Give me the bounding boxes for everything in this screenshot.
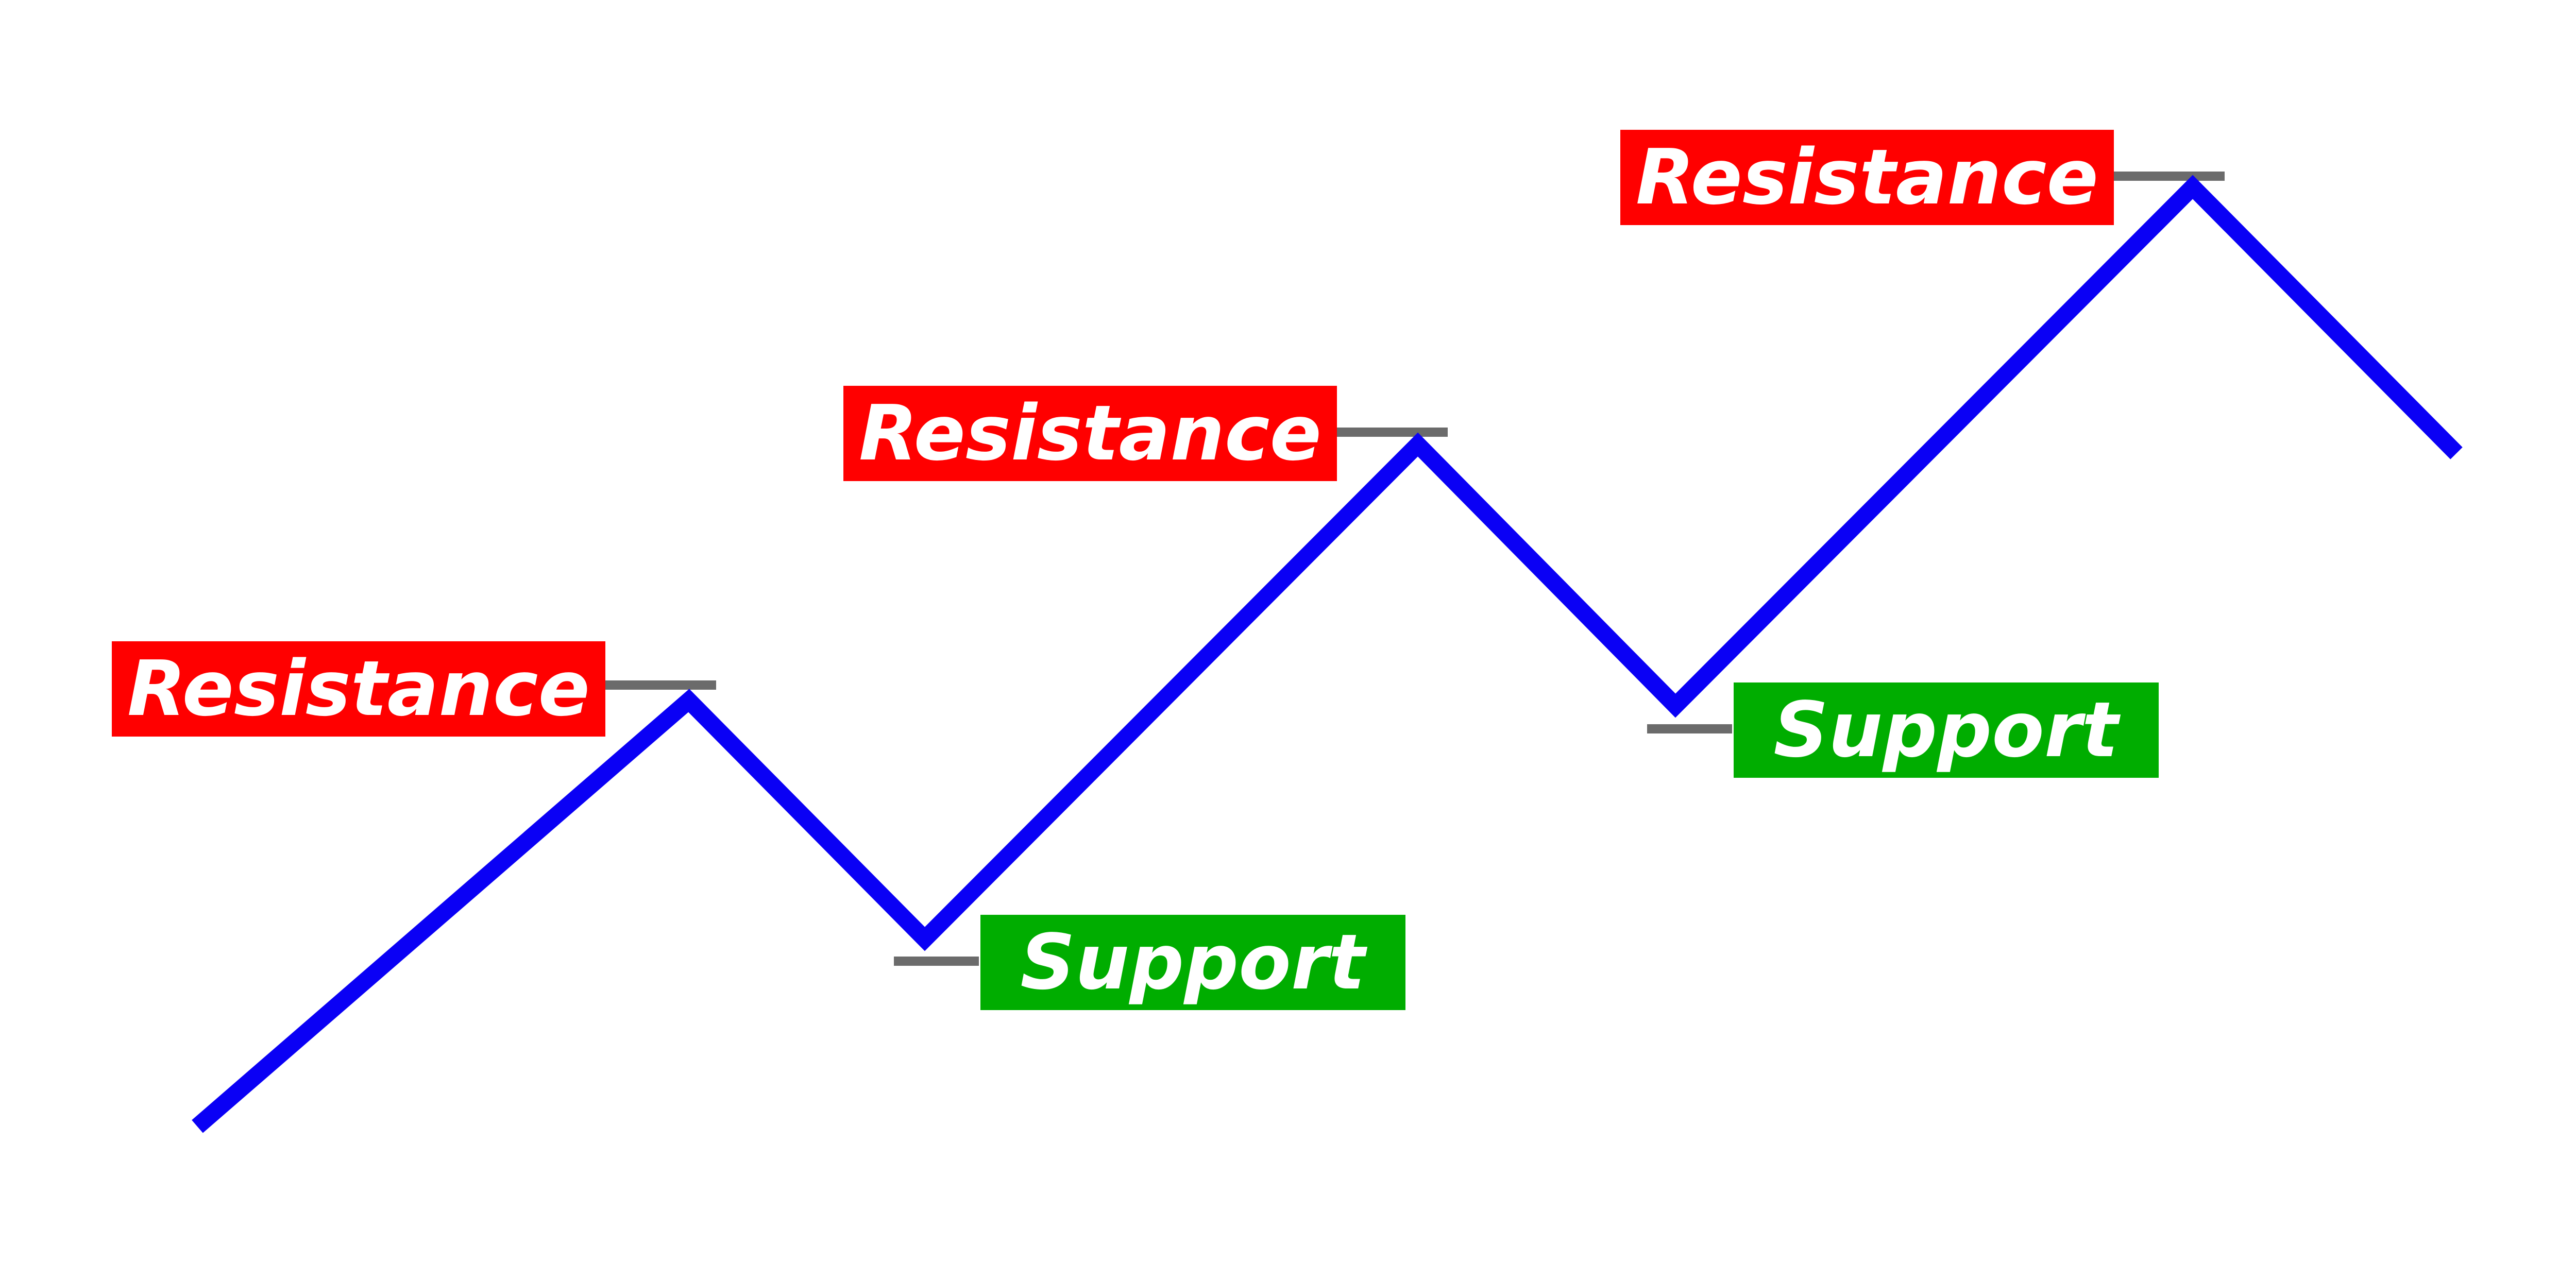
support-label-2: Support: [1734, 682, 2159, 778]
resistance-text-2: Resistance: [859, 389, 1321, 477]
resistance-label-1: Resistance: [112, 641, 605, 737]
support-box-1: [980, 915, 1405, 1010]
resistance-label-2: Resistance: [843, 386, 1337, 481]
support-box-2: [1734, 682, 2159, 778]
resistance-box-2: [843, 386, 1337, 481]
resistance-text-1: Resistance: [127, 644, 590, 733]
resistance-label-3: Resistance: [1620, 130, 2114, 225]
resistance-box-3: [1620, 130, 2114, 225]
support-label-1: Support: [980, 915, 1405, 1010]
support-text-1: Support: [1020, 918, 1368, 1006]
resistance-box-1: [112, 641, 605, 737]
support-text-2: Support: [1773, 686, 2121, 774]
resistance-text-3: Resistance: [1636, 133, 2098, 221]
price-line: [192, 175, 2463, 1133]
